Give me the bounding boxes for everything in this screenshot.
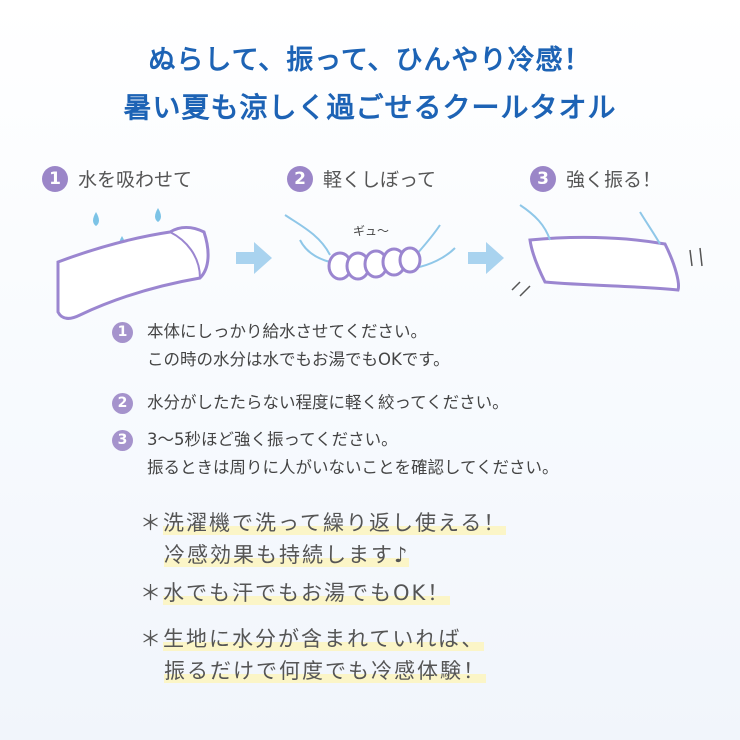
step-1-number: 1: [42, 165, 68, 192]
note-3-line-2: 振るだけで何度でも冷感体験！: [164, 659, 486, 683]
note-3: ＊生地に水分が含まれていれば、 振るだけで何度でも冷感体験！: [140, 623, 486, 687]
note-1-line-2: 冷感効果も持続します♪: [164, 543, 410, 567]
note-3-mark: ＊: [140, 627, 163, 651]
instruction-3-number: 3: [112, 429, 133, 451]
note-2-mark: ＊: [140, 581, 163, 605]
headline-line-1: ぬらして、振って、ひんやり冷感！: [148, 45, 592, 76]
step-2-number: 2: [287, 165, 313, 192]
arrow-right-icon: [236, 242, 272, 274]
sound-effect-text: ギュ～: [353, 224, 390, 238]
instruction-1-line-1: 本体にしっかり給水させてください。: [147, 322, 428, 341]
step-2-heading: 2 軽くしぼって: [287, 165, 436, 192]
towel-flat-icon: [56, 226, 210, 320]
towel-shaking-icon: [511, 204, 703, 297]
step-3-number: 3: [530, 165, 556, 192]
instruction-2: 2 水分がしたたらない程度に軽く絞ってください。: [112, 389, 509, 417]
step-2-label: 軽くしぼって: [323, 169, 437, 191]
step-1-heading: 1 水を吸わせて: [42, 165, 192, 192]
arrow-right-icon: [468, 242, 504, 274]
instruction-2-line-1: 水分がしたたらない程度に軽く絞ってください。: [147, 393, 509, 412]
step-1-label: 水を吸わせて: [78, 169, 193, 191]
instruction-1: 1 本体にしっかり給水させてください。 この時の水分は水でもお湯でもOKです。: [112, 318, 450, 374]
instruction-3-line-1: 3～5秒ほど強く振ってください。: [147, 430, 398, 449]
note-2-line-1: 水でも汗でもお湯でもOK！: [163, 581, 451, 605]
instruction-1-line-2: この時の水分は水でもお湯でもOKです。: [147, 350, 450, 369]
instruction-1-number: 1: [112, 321, 133, 343]
note-1-mark: ＊: [140, 511, 163, 535]
instruction-3-line-2: 振るときは周りに人がいないことを確認してください。: [147, 458, 559, 477]
headline-line-2: 暑い夏も涼しく過ごせるクールタオル: [123, 91, 617, 124]
instruction-3: 3 3～5秒ほど強く振ってください。 振るときは周りに人がいないことを確認してく…: [112, 426, 559, 482]
towel-twisted-icon: [327, 246, 422, 281]
step-3-label: 強く振る！: [566, 169, 662, 191]
note-3-line-1: 生地に水分が含まれていれば、: [163, 627, 485, 651]
note-1-line-1: 洗濯機で洗って繰り返し使える！: [163, 511, 507, 535]
step-3-heading: 3 強く振る！: [530, 165, 661, 192]
instruction-2-number: 2: [112, 392, 133, 414]
note-1: ＊洗濯機で洗って繰り返し使える！ 冷感効果も持続します♪: [140, 507, 507, 571]
note-2: ＊水でも汗でもお湯でもOK！: [140, 577, 451, 609]
water-drop-icon: [93, 208, 161, 250]
